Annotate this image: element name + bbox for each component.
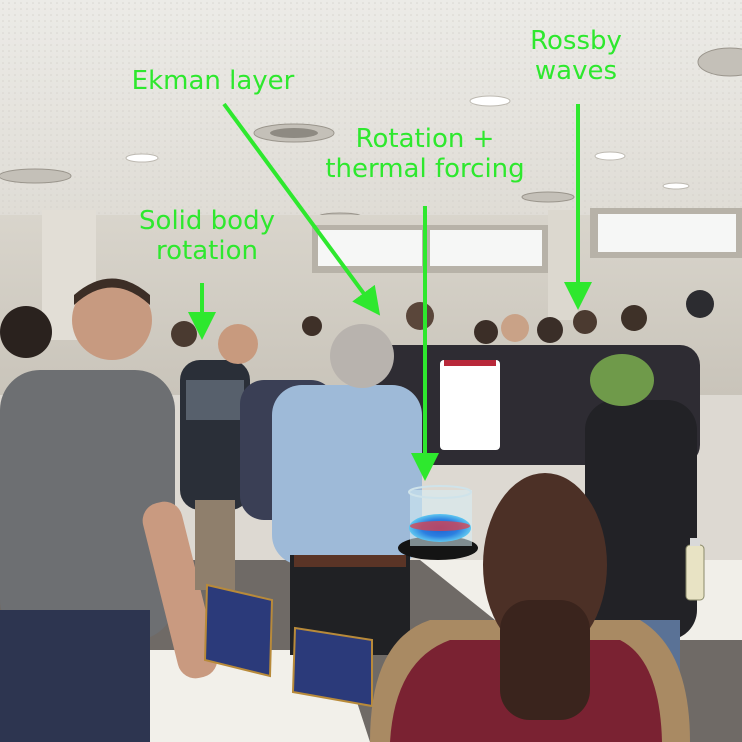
label-solid-line1: Solid body (139, 206, 275, 236)
label-ekman-layer: Ekman layer (98, 66, 328, 96)
label-rossby-line2: waves (534, 56, 618, 86)
person-grey-sweater (0, 278, 218, 742)
ceiling-light (469, 95, 511, 107)
water-bottle (685, 544, 705, 601)
label-rotation-forcing: Rotation + thermal forcing (300, 124, 550, 184)
rotating-tank (398, 485, 478, 560)
label-solid-line2: rotation (156, 236, 258, 266)
label-rossby-waves: Rossby waves (506, 26, 646, 86)
ceiling-vent (697, 47, 742, 77)
ceiling-vent (521, 191, 575, 203)
person-blue-shirt (240, 324, 422, 655)
label-ekman-text: Ekman layer (131, 66, 295, 96)
label-rotation-line2: thermal forcing (325, 154, 525, 184)
label-rossby-line1: Rossby (530, 26, 622, 56)
ceiling-light (125, 153, 159, 163)
person-patterned-sweater (180, 324, 258, 590)
label-rotation-line1: Rotation + (355, 124, 495, 154)
ceiling-light (662, 182, 690, 190)
person-fur-hood (370, 473, 690, 742)
ceiling-light (594, 151, 626, 161)
column (548, 210, 578, 320)
label-solid-body-rotation: Solid body rotation (112, 206, 302, 266)
ceiling-vent (0, 168, 72, 184)
